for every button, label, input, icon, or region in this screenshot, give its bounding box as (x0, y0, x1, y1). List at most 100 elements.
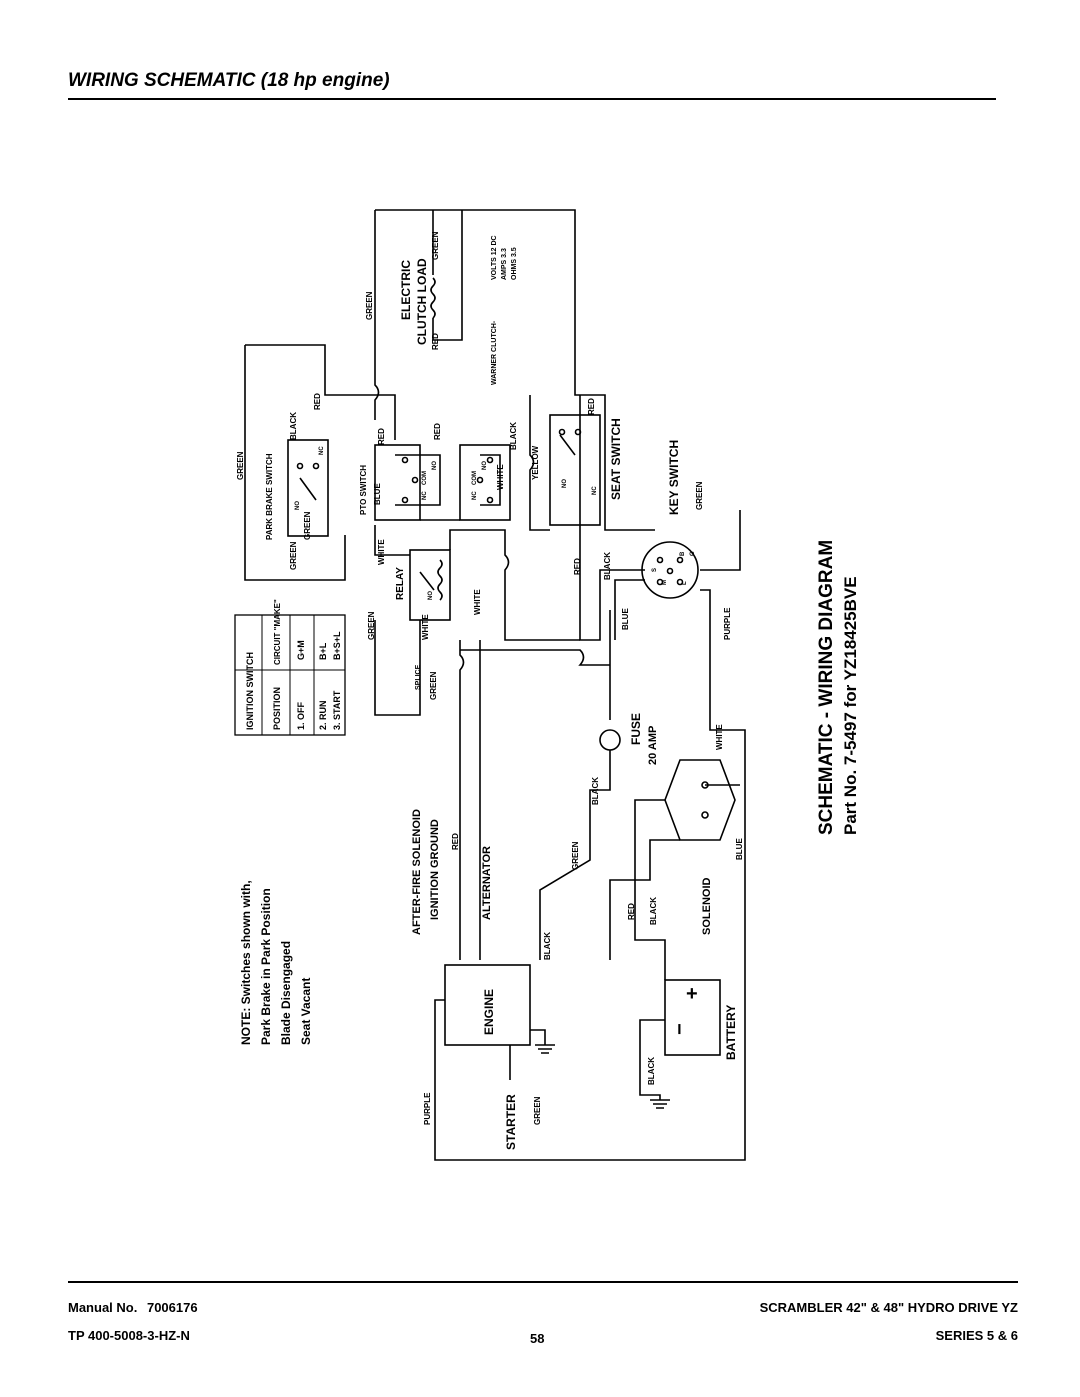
wire-black-solenoid: BLACK (649, 897, 658, 925)
ignition-table-row-3-position: 3. START (332, 690, 342, 730)
wire-red-main: RED (573, 558, 582, 575)
park-brake-no-label: NO (295, 501, 301, 510)
alternator-label: ALTERNATOR (481, 846, 493, 920)
ignition-table-row-1-circuit: G+M (296, 640, 306, 660)
ignition-table-circuit-header: CIRCUIT "MAKE" (273, 599, 282, 665)
wire-black-pto: BLACK (509, 422, 518, 450)
battery-label: BATTERY (724, 1005, 738, 1060)
wire-green-starter: GREEN (533, 1096, 542, 1125)
splice-label: SPLICE (415, 664, 422, 690)
wire-white-relay: WHITE (377, 539, 386, 565)
clutch-ohms-label: OHMS 3.5 (511, 247, 518, 280)
park-brake-switch-label: PARK BRAKE SWITCH (265, 453, 274, 540)
wire-red-pto-2: RED (433, 423, 442, 440)
component-labels: ELECTRIC CLUTCH LOAD WARNER CLUTCH- VOLT… (265, 235, 738, 1150)
key-switch-label: KEY SWITCH (667, 440, 681, 515)
ignition-table-title: IGNITION SWITCH (245, 652, 255, 730)
ignition-switch-table: IGNITION SWITCH POSITION CIRCUIT "MAKE" … (234, 599, 346, 736)
pto-left-no-label: NO (432, 461, 438, 470)
clutch-amps-label: AMPS 3.3 (501, 248, 508, 280)
clutch-load-label: CLUTCH LOAD (415, 258, 429, 345)
ignition-table-row-3-circuit: B+S+L (332, 631, 342, 660)
title-rule (68, 98, 996, 100)
fuse-label: FUSE (629, 713, 643, 745)
fuse-rating-label: 20 AMP (647, 726, 659, 765)
ignition-table-row-2-position: 2. RUN (318, 700, 328, 730)
wire-purple-key: PURPLE (723, 607, 732, 640)
pto-switch-label: PTO SWITCH (359, 465, 368, 515)
key-g-label: G (690, 551, 696, 556)
wire-green-left: GREEN (236, 451, 245, 480)
ignition-table-row-1-position: 1. OFF (296, 701, 306, 730)
switch-note: NOTE: Switches shown with, Park Brake in… (239, 880, 313, 1045)
wire-red-seat: RED (587, 398, 596, 415)
pto-left-com-label: COM (422, 471, 428, 485)
battery-plus-label: + (686, 983, 698, 1005)
wire-black-battery: BLACK (647, 1057, 656, 1085)
wire-red-park: RED (313, 393, 322, 410)
pto-right-nc-label: NC (472, 491, 478, 500)
after-fire-solenoid-label: AFTER-FIRE SOLENOID (411, 809, 423, 935)
relay-no-label: NO (428, 591, 434, 600)
wire-green-top: GREEN (365, 291, 374, 320)
contact-labels: NO NC NO COM NC NC COM NO NO NC NO S B M… (295, 446, 696, 600)
wire-green-relay: GREEN (367, 611, 376, 640)
diagram-part-number: Part No. 7-5497 for YZ18425BVE (841, 576, 860, 835)
wire-white-fuse: WHITE (715, 724, 724, 750)
ignition-ground-label: IGNITION GROUND (429, 819, 441, 920)
wire-white-relay-2: WHITE (421, 614, 430, 640)
key-s-label: S (652, 568, 658, 572)
wire-black-engine: BLACK (543, 932, 552, 960)
wire-color-labels: GREEN GREEN RED BLACK RED GREEN GREEN GR… (236, 231, 744, 1125)
pto-right-no-label: NO (482, 461, 488, 470)
pto-left-nc-label: NC (422, 491, 428, 500)
note-line-2: Park Brake in Park Position (259, 888, 273, 1045)
manual-label: Manual No. (68, 1300, 138, 1315)
wire-red-solenoid: RED (627, 903, 636, 920)
product-name: SCRAMBLER 42" & 48" HYDRO DRIVE YZ (759, 1300, 1018, 1315)
clutch-volts-label: VOLTS 12 DC (491, 235, 498, 280)
wire-white-pto: WHITE (496, 464, 505, 490)
pto-right-com-label: COM (472, 471, 478, 485)
manual-number: Manual No. 7006176 (68, 1300, 198, 1315)
wire-yellow-seat: YELLOW (531, 445, 540, 480)
park-brake-nc-label: NC (319, 446, 325, 455)
key-l-label: L (682, 581, 688, 585)
ignition-table-row-2-circuit: B+L (318, 642, 328, 660)
wire-blue-key: BLUE (621, 608, 630, 630)
note-line-1: NOTE: Switches shown with, (239, 880, 253, 1045)
ignition-table-position-header: POSITION (272, 687, 282, 730)
wire-green-park-bottom: GREEN (289, 541, 298, 570)
tp-number: TP 400-5008-3-HZ-N (68, 1328, 190, 1343)
page-title: WIRING SCHEMATIC (18 hp engine) (68, 70, 390, 91)
wire-red-alternator: RED (451, 833, 460, 850)
manual-value: 7006176 (146, 1300, 198, 1315)
starter-label: STARTER (504, 1094, 518, 1150)
battery-minus-label: − (669, 1023, 691, 1035)
seat-switch-label: SEAT SWITCH (609, 418, 623, 500)
wire-white-main: WHITE (473, 589, 482, 615)
note-line-3: Blade Disengaged (279, 941, 293, 1045)
electric-clutch-label: ELECTRIC (399, 260, 413, 320)
wire-green-splice: GREEN (429, 671, 438, 700)
diagram-heading: SCHEMATIC - WIRING DIAGRAM (816, 540, 837, 835)
wire-blue-pto: BLUE (373, 483, 382, 505)
wires (244, 209, 746, 1161)
wire-black-key: BLACK (603, 552, 612, 580)
warner-clutch-label: WARNER CLUTCH- (491, 320, 498, 385)
wire-black-park: BLACK (289, 412, 298, 440)
page-number: 58 (530, 1331, 545, 1346)
wire-purple-bottom: PURPLE (423, 1092, 432, 1125)
engine-label: ENGINE (482, 989, 496, 1035)
wire-blue-solenoid: BLUE (735, 838, 744, 860)
wire-red-clutch: RED (431, 333, 440, 350)
wire-black-fuse: BLACK (591, 777, 600, 805)
note-line-4: Seat Vacant (299, 978, 313, 1045)
wire-green-park-inner: GREEN (303, 511, 312, 540)
wire-green-clutch: GREEN (431, 231, 440, 260)
key-b-label: B (680, 551, 686, 556)
seat-nc-label: NC (592, 486, 598, 495)
wire-green-solenoid: GREEN (571, 841, 580, 870)
wire-red-pto: RED (377, 428, 386, 445)
